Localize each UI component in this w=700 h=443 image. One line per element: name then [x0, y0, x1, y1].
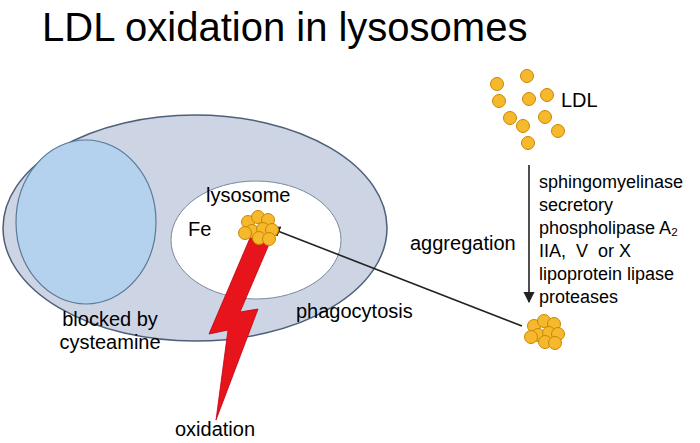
- ldl-particle: [539, 111, 552, 124]
- ldl-particle: [504, 112, 517, 125]
- node-heading: lysosome: [206, 184, 290, 207]
- aggregation-arrow: [528, 165, 530, 302]
- ldl-particle: [239, 227, 252, 240]
- ldl-particle: [523, 93, 536, 106]
- ldl-particle: [552, 125, 565, 138]
- ldl-particle: [517, 120, 530, 133]
- ldl-particles: [239, 70, 565, 350]
- inhibitor-label: blocked by cysteamine: [50, 308, 170, 354]
- ldl-label: LDL: [561, 89, 598, 112]
- enzyme-label: proteases: [539, 287, 618, 308]
- ldl-particle: [521, 70, 534, 83]
- ldl-particle: [525, 331, 538, 344]
- ldl-particle: [263, 233, 276, 246]
- enzyme-label: phospholipase A₂: [539, 218, 678, 239]
- node-label: Fe: [188, 218, 211, 241]
- enzyme-label: secretory: [539, 195, 613, 216]
- process-label: phagocytosis: [296, 300, 413, 323]
- oxidation-bolt: [209, 238, 270, 420]
- outcome-label: oxidation: [175, 418, 255, 441]
- ldl-particle: [541, 89, 554, 102]
- enzyme-label: sphingomyelinase: [539, 172, 683, 193]
- enzyme-label: IIA, V or X: [539, 241, 631, 262]
- phagocytosis-arrow: [270, 228, 522, 326]
- ldl-particle: [522, 137, 535, 150]
- enzyme-label: lipoprotein lipase: [539, 264, 674, 285]
- ldl-particle: [493, 95, 506, 108]
- ldl-particle: [549, 337, 562, 350]
- process-label: aggregation: [410, 232, 516, 255]
- nucleus: [16, 140, 156, 304]
- title: LDL oxidation in lysosomes: [42, 4, 527, 50]
- ldl-particle: [491, 78, 504, 91]
